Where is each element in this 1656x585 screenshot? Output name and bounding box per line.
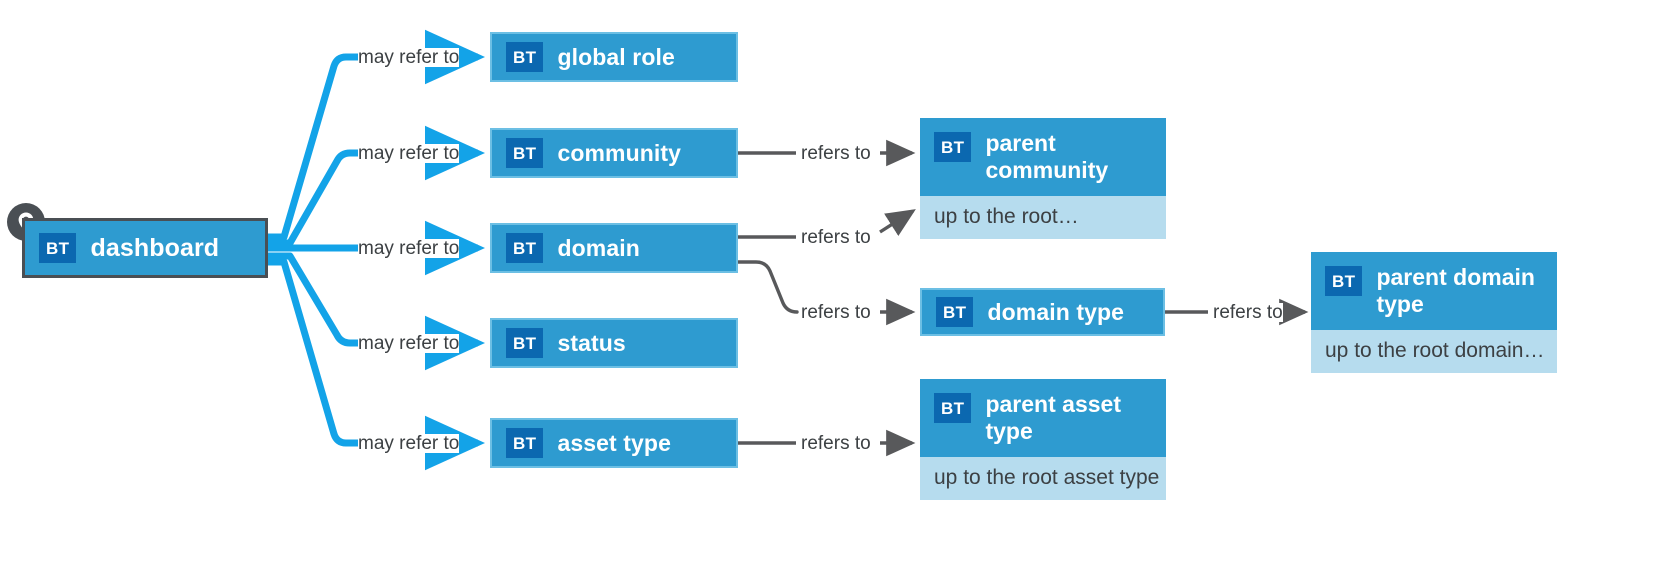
node-domain-type[interactable]: BT domain type [920,288,1165,336]
node-parent-domain-type[interactable]: BT parent domain type up to the root dom… [1311,252,1557,374]
bt-badge-asset-type: BT [506,428,544,458]
parent-asset-type-header: BT parent asset type [920,379,1166,458]
bt-badge-parent-domain-type: BT [1325,266,1363,296]
node-label-asset-type: asset type [557,429,671,456]
parent-community-header: BT parent community [920,118,1166,197]
node-label-domain-type: domain type [987,298,1125,325]
node-label-domain: domain [557,234,640,261]
node-global-role[interactable]: BT global role [490,32,738,82]
edge-label-may-refer-to-asset-type: may refer to [358,433,460,454]
bt-badge-dashboard: BT [39,233,77,263]
bt-badge-domain: BT [506,233,544,263]
node-label-global-role: global role [557,43,675,70]
node-status[interactable]: BT status [490,318,738,368]
edge-label-refers-to-domain-type: refers to [801,302,871,323]
bt-badge-community: BT [506,138,544,168]
node-label-parent-community: parent community [985,130,1109,184]
node-asset-type[interactable]: BT asset type [490,418,738,468]
node-label-community: community [557,139,682,166]
edge-label-may-refer-to-domain: may refer to [358,238,460,259]
node-parent-asset-type[interactable]: BT parent asset type up to the root asse… [920,379,1166,501]
bt-badge-global-role: BT [506,42,544,72]
bt-badge-parent-community: BT [934,132,972,162]
parent-asset-type-body: up to the root asset type [920,457,1166,501]
node-label-dashboard: dashboard [90,233,220,262]
edge-label-refers-to-parent-community-from-domain: refers to [801,227,871,248]
node-label-parent-domain-type: parent domain type [1376,264,1535,318]
edge-label-may-refer-to-community: may refer to [358,143,460,164]
node-parent-community[interactable]: BT parent community up to the root… [920,118,1166,240]
parent-domain-type-body: up to the root domain… [1311,330,1557,374]
node-community[interactable]: BT community [490,128,738,178]
parent-domain-type-header: BT parent domain type [1311,252,1557,331]
edge-label-may-refer-to-global-role: may refer to [358,47,460,68]
bt-badge-status: BT [506,328,544,358]
node-label-parent-asset-type: parent asset type [985,391,1121,445]
parent-community-body: up to the root… [920,196,1166,240]
node-label-status: status [557,329,626,356]
edge-label-refers-to-parent-community: refers to [801,143,871,164]
edge-label-refers-to-parent-domain-type: refers to [1213,302,1283,323]
bt-badge-parent-asset-type: BT [934,393,972,423]
node-dashboard[interactable]: BT dashboard [22,218,268,278]
edge-label-refers-to-parent-asset-type: refers to [801,433,871,454]
node-domain[interactable]: BT domain [490,223,738,273]
edge-label-may-refer-to-status: may refer to [358,333,460,354]
bt-badge-domain-type: BT [936,297,974,327]
